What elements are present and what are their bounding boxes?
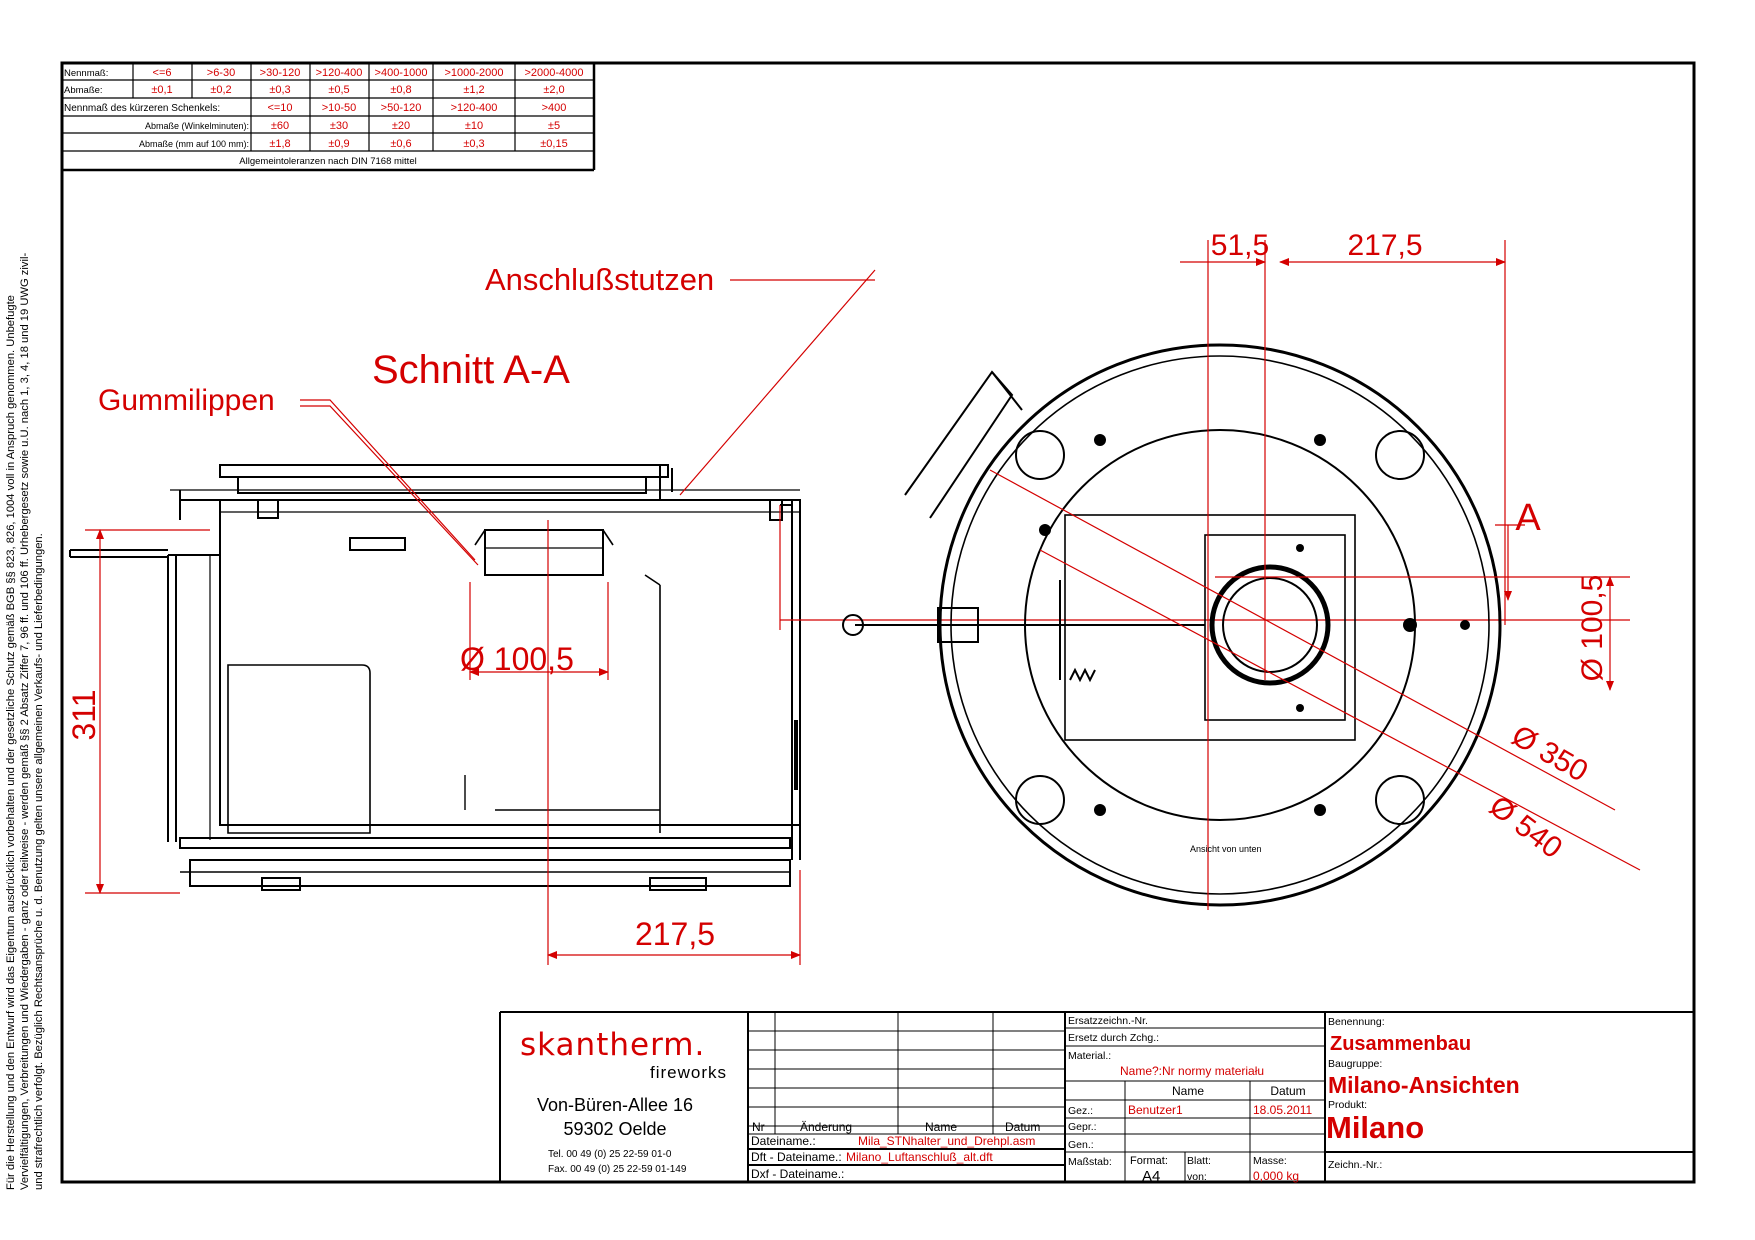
dim-diameter-100-5-left: Ø 100,5 — [460, 641, 574, 677]
tol-r3-c5: >400 — [542, 102, 567, 114]
tol-r1-c3: >30-120 — [260, 67, 301, 79]
tol-row3-label: Nennmaß des kürzeren Schenkels: — [64, 103, 220, 114]
gepr-label: Gepr.: — [1068, 1121, 1097, 1133]
rev-col-datum: Datum — [1005, 1120, 1040, 1134]
dim-diameter-100-5-right: Ø 100,5 — [1576, 575, 1609, 682]
company-address-2: 59302 Oelde — [563, 1119, 666, 1139]
drawing-frame — [60, 61, 1696, 1184]
tol-r4-c5: ±5 — [548, 120, 560, 132]
tol-row5-label: Abmaße (mm auf 100 mm): — [139, 139, 249, 149]
company-logo-name: skantherm. — [520, 1027, 705, 1063]
tol-r5-c4: ±0,3 — [463, 138, 484, 150]
label-gummilippen: Gummilippen — [98, 384, 275, 417]
tol-r1-c7: >2000-4000 — [524, 67, 583, 79]
tol-r4-c3: ±20 — [392, 120, 410, 132]
company-address-1: Von-Büren-Allee 16 — [537, 1095, 693, 1115]
tolerance-table: Nennmaß: Abmaße: Nennmaß des kürzeren Sc… — [62, 63, 596, 172]
tol-r2-c4: ±0,5 — [328, 84, 349, 96]
section-marker-a: A — [1515, 497, 1541, 539]
tol-r1-c4: >120-400 — [316, 67, 363, 79]
produkt-value: Milano — [1326, 1110, 1424, 1145]
masse-label: Masse: — [1253, 1155, 1287, 1167]
baugruppe-label: Baugruppe: — [1328, 1058, 1382, 1070]
tol-r5-c3: ±0,6 — [390, 138, 411, 150]
format-label: Format: — [1130, 1155, 1168, 1167]
tol-r4-c4: ±10 — [465, 120, 483, 132]
rev-col-nr: Nr — [752, 1120, 765, 1134]
tol-r3-c4: >120-400 — [451, 102, 498, 114]
rev-col-aenderung: Änderung — [800, 1120, 852, 1134]
blatt-label: Blatt: — [1187, 1155, 1211, 1167]
material-value: Name?:Nr normy materiału — [1120, 1064, 1264, 1078]
tol-r5-c1: ±1,8 — [269, 138, 290, 150]
dateiname-label: Dateiname.: — [751, 1134, 816, 1148]
tol-footer: Allgemeintoleranzen nach DIN 7168 mittel — [239, 156, 416, 167]
tol-r2-c2: ±0,2 — [210, 84, 231, 96]
gen-label: Gen.: — [1068, 1139, 1094, 1151]
produkt-label: Produkt: — [1328, 1099, 1367, 1111]
tol-r1-c5: >400-1000 — [375, 67, 428, 79]
ersetzt-label: Ersetz durch Zchg.: — [1068, 1032, 1159, 1044]
tol-r5-c2: ±0,9 — [328, 138, 349, 150]
tol-r4-c1: ±60 — [271, 120, 289, 132]
gez-name: Benutzer1 — [1128, 1103, 1183, 1117]
gez-label: Gez.: — [1068, 1105, 1093, 1117]
title-block: skantherm. fireworks Von-Büren-Allee 16 … — [499, 1011, 1694, 1185]
company-tel: Tel. 00 49 (0) 25 22-59 01-0 — [548, 1149, 672, 1160]
tol-r3-c1: <=10 — [267, 102, 292, 114]
dim-217-5-top: 217,5 — [1347, 229, 1422, 262]
tol-r1-c1: <=6 — [153, 67, 172, 79]
zeichn-nr-label: Zeichn.-Nr.: — [1328, 1159, 1382, 1171]
ersatz-label: Ersatzzeichn.-Nr. — [1068, 1015, 1148, 1027]
tol-r2-c3: ±0,3 — [269, 84, 290, 96]
tol-row4-label: Abmaße (Winkelminuten): — [145, 121, 249, 131]
material-label: Material.: — [1068, 1050, 1111, 1062]
dxf-label: Dxf - Dateiname.: — [751, 1167, 844, 1181]
tol-r1-c2: >6-30 — [207, 67, 235, 79]
label-schnitt-a-a: Schnitt A-A — [372, 348, 570, 392]
tol-row1-label: Nennmaß: — [64, 68, 108, 79]
view-note: Ansicht von unten — [1190, 844, 1262, 854]
tol-r4-c2: ±30 — [330, 120, 348, 132]
tol-r1-c6: >1000-2000 — [444, 67, 503, 79]
dim-diameter-540: Ø 540 — [1483, 790, 1568, 866]
rev-col-name: Name — [925, 1120, 957, 1134]
von-label: von: — [1187, 1171, 1207, 1183]
header-datum: Datum — [1270, 1084, 1305, 1098]
dim-51-5: 51,5 — [1211, 229, 1269, 262]
company-logo-sub: fireworks — [650, 1063, 727, 1082]
tol-r5-c5: ±0,15 — [540, 138, 567, 150]
format-value: A4 — [1142, 1168, 1160, 1185]
dim-217-5-bottom: 217,5 — [635, 916, 715, 952]
tol-row2-label: Abmaße: — [64, 85, 103, 96]
tol-r3-c2: >10-50 — [322, 102, 357, 114]
benennung-value: Zusammenbau — [1330, 1033, 1471, 1055]
tol-r2-c5: ±0,8 — [390, 84, 411, 96]
tol-r2-c7: ±2,0 — [543, 84, 564, 96]
gez-datum: 18.05.2011 — [1253, 1103, 1312, 1117]
dateiname-value: Mila_STNhalter_und_Drehpl.asm — [858, 1134, 1035, 1148]
baugruppe-value: Milano-Ansichten — [1328, 1072, 1520, 1098]
dim-311: 311 — [66, 689, 102, 740]
outlet-pipe — [1209, 564, 1331, 686]
company-fax: Fax. 00 49 (0) 25 22-59 01-149 — [548, 1164, 687, 1175]
tol-r2-c6: ±1,2 — [463, 84, 484, 96]
tol-r3-c3: >50-120 — [381, 102, 422, 114]
massstab-label: Maßstab: — [1068, 1156, 1112, 1168]
benennung-label: Benennung: — [1328, 1016, 1385, 1028]
label-anschlussstutzen: Anschlußstutzen — [485, 262, 714, 297]
dft-value: Milano_Luftanschluß_alt.dft — [846, 1150, 993, 1164]
bottom-view: 51,5 217,5 A Ø 100,5 Ø 350 Ø 540 Ansicht… — [842, 229, 1641, 910]
dft-label: Dft - Dateiname.: — [751, 1150, 842, 1164]
section-view-a-a: Anschlußstutzen Schnitt A-A Gummilippen … — [66, 262, 1630, 965]
dim-diameter-350: Ø 350 — [1506, 719, 1593, 788]
header-name: Name — [1172, 1084, 1204, 1098]
tol-r2-c1: ±0,1 — [151, 84, 172, 96]
masse-value: 0,000 kg — [1253, 1169, 1299, 1183]
